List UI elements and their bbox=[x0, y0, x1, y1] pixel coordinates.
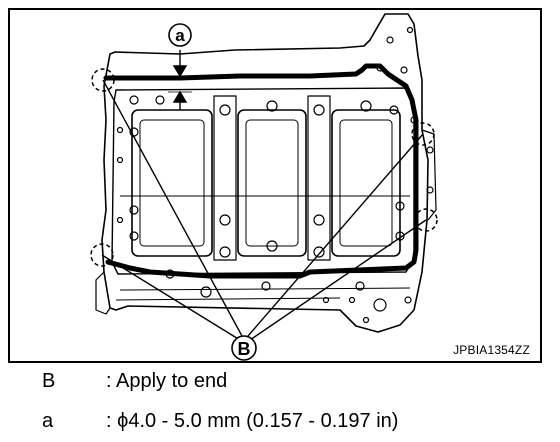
figure-id: JPBIA1354ZZ bbox=[453, 343, 530, 357]
web-2 bbox=[307, 95, 331, 261]
sealant-bead bbox=[103, 63, 419, 279]
callout-b-label: B bbox=[238, 339, 251, 359]
bay-1 bbox=[131, 109, 213, 257]
bay-3 bbox=[331, 109, 401, 257]
lower-cylinder-block-diagram: a B bbox=[90, 13, 438, 361]
apply-to-end-markers bbox=[90, 68, 438, 267]
legend-key: B bbox=[42, 370, 56, 392]
legend-row-a: a : ϕ4.0 - 5.0 mm (0.157 - 0.197 in) bbox=[42, 410, 398, 433]
callout-b-leaders bbox=[101, 79, 427, 341]
callout-a-label: a bbox=[175, 26, 185, 45]
callout-a-circle bbox=[168, 23, 192, 47]
web-1 bbox=[213, 95, 237, 261]
legend-key: a bbox=[42, 410, 54, 432]
block-outline bbox=[101, 13, 429, 333]
bolt-holes bbox=[116, 26, 434, 324]
legend-row-b: B : Apply to end bbox=[42, 370, 227, 393]
diagram-frame: a B JPBIA1354ZZ bbox=[8, 8, 542, 363]
bay-2 bbox=[237, 109, 307, 257]
legend-text: : Apply to end bbox=[106, 370, 228, 392]
callout-b-circle bbox=[231, 335, 257, 361]
dimension-a bbox=[168, 50, 192, 110]
legend-text: : ϕ4.0 - 5.0 mm (0.157 - 0.197 in) bbox=[106, 410, 399, 432]
